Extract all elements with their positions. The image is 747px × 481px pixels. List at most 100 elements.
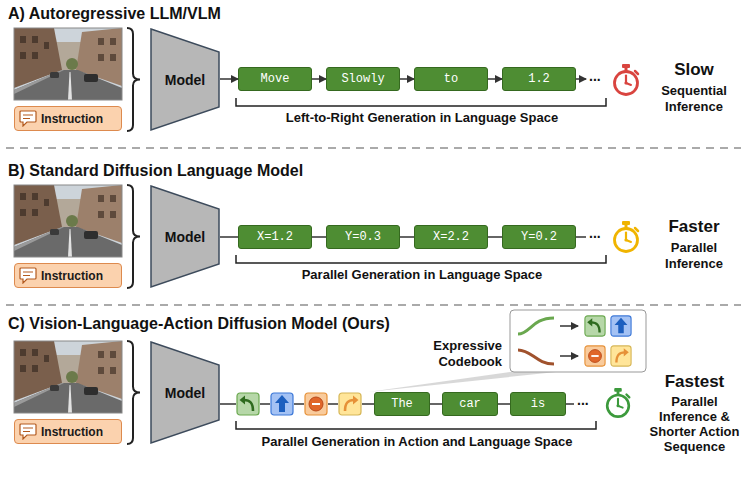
street-photo (14, 185, 122, 257)
speech-icon (19, 267, 37, 284)
connector (430, 403, 442, 405)
action-token (271, 393, 293, 415)
bracket-caption: Parallel Generation in Action and Langua… (236, 434, 598, 450)
sequence-link (220, 79, 586, 404)
separator-line (6, 148, 741, 305)
token-box: car (442, 392, 498, 416)
stopwatch-icon (615, 64, 639, 95)
callout-label: Expressive Codebook (398, 338, 502, 370)
connector (400, 78, 414, 80)
model-trapezoid: Model (150, 185, 220, 288)
separator-line (6, 304, 741, 306)
street-photo (14, 28, 122, 413)
action-token (305, 393, 327, 415)
connector (488, 236, 502, 238)
node-text: Instruction (41, 424, 103, 440)
connector (220, 236, 238, 238)
node-text: Model (165, 384, 205, 402)
codebook-callout (518, 318, 554, 334)
sequence-link (294, 403, 304, 405)
token-box: 1.2 (502, 67, 576, 91)
speech-icon (20, 424, 36, 439)
token-box: X=2.2 (414, 225, 488, 249)
sequence-link (328, 403, 338, 405)
street-photo (14, 185, 122, 257)
street-photo (14, 341, 122, 413)
connector (488, 78, 502, 80)
node-text: is (531, 396, 545, 412)
sequence-link (566, 403, 574, 405)
connector (220, 78, 238, 80)
token-box: Y=0.3 (326, 225, 400, 249)
token-box: X=1.2 (238, 225, 312, 249)
codebook-callout (518, 350, 554, 364)
speed-note: Parallel Inference (646, 240, 742, 272)
connector (498, 403, 510, 405)
bracket-caption: Parallel Generation in Language Space (236, 267, 608, 283)
model-trapezoid: Model (150, 28, 220, 131)
sequence-link (220, 403, 236, 405)
model-outline (151, 29, 219, 130)
ellipsis: ... (577, 392, 589, 408)
speech-icon (19, 110, 37, 127)
codebook-callout (368, 372, 556, 392)
connector (312, 78, 326, 80)
bracket-caption: Left-to-Right Generation in Language Spa… (236, 110, 608, 126)
output-bracket (236, 98, 606, 429)
section-heading: A) Autoregressive LLM/VLM (8, 4, 221, 24)
token-box: Slowly (326, 67, 400, 91)
node-text: Y=0.2 (521, 229, 557, 245)
sequence-link (260, 403, 270, 405)
codebook-callout (611, 316, 631, 336)
output-bracket (236, 255, 606, 263)
token-box: Y=0.2 (502, 225, 576, 249)
node-text: car (459, 396, 481, 412)
token-box: to (414, 67, 488, 91)
node-text: Move (261, 71, 290, 87)
node-text: Instruction (41, 111, 103, 127)
codebook-callout (611, 346, 631, 366)
sequence-link (576, 236, 586, 238)
node-text: 1.2 (528, 71, 550, 87)
speech-icon (20, 268, 36, 283)
street-photo (14, 341, 122, 413)
input-brace (127, 28, 140, 444)
codebook-callout (560, 355, 578, 357)
codebook-callout (585, 346, 605, 366)
token-box: is (510, 392, 566, 416)
node-text: The (391, 396, 413, 412)
ellipsis: ... (589, 68, 601, 84)
node-text: Instruction (41, 268, 103, 284)
speed-label: Fastest (646, 372, 743, 392)
token-box: Move (238, 67, 312, 91)
codebook-callout (368, 310, 646, 392)
node-text: X=1.2 (257, 229, 293, 245)
action-token (237, 393, 259, 415)
output-bracket (236, 98, 606, 106)
node-text: Slowly (341, 71, 384, 87)
input-brace (127, 28, 140, 131)
stopwatch-icon (615, 221, 639, 252)
node-text: Model (165, 228, 205, 246)
codebook-callout (585, 316, 605, 336)
speech-icon (20, 111, 36, 126)
sequence-link (362, 403, 374, 405)
street-photo (14, 28, 122, 100)
input-brace (127, 341, 140, 444)
model-outline (151, 186, 219, 287)
node-text: to (444, 71, 458, 87)
separator-line (6, 147, 741, 149)
action-token (339, 393, 361, 415)
input-brace (127, 185, 140, 288)
section-heading: C) Vision-Language-Action Diffusion Mode… (8, 314, 390, 334)
model-trapezoid: Model (150, 341, 220, 444)
node-text: X=2.2 (433, 229, 469, 245)
speed-label: Slow (646, 60, 742, 80)
street-photo (14, 28, 122, 100)
token-box: The (374, 392, 430, 416)
speed-label: Faster (646, 217, 742, 237)
codebook-callout (510, 310, 646, 372)
stopwatch-icon (607, 388, 629, 417)
